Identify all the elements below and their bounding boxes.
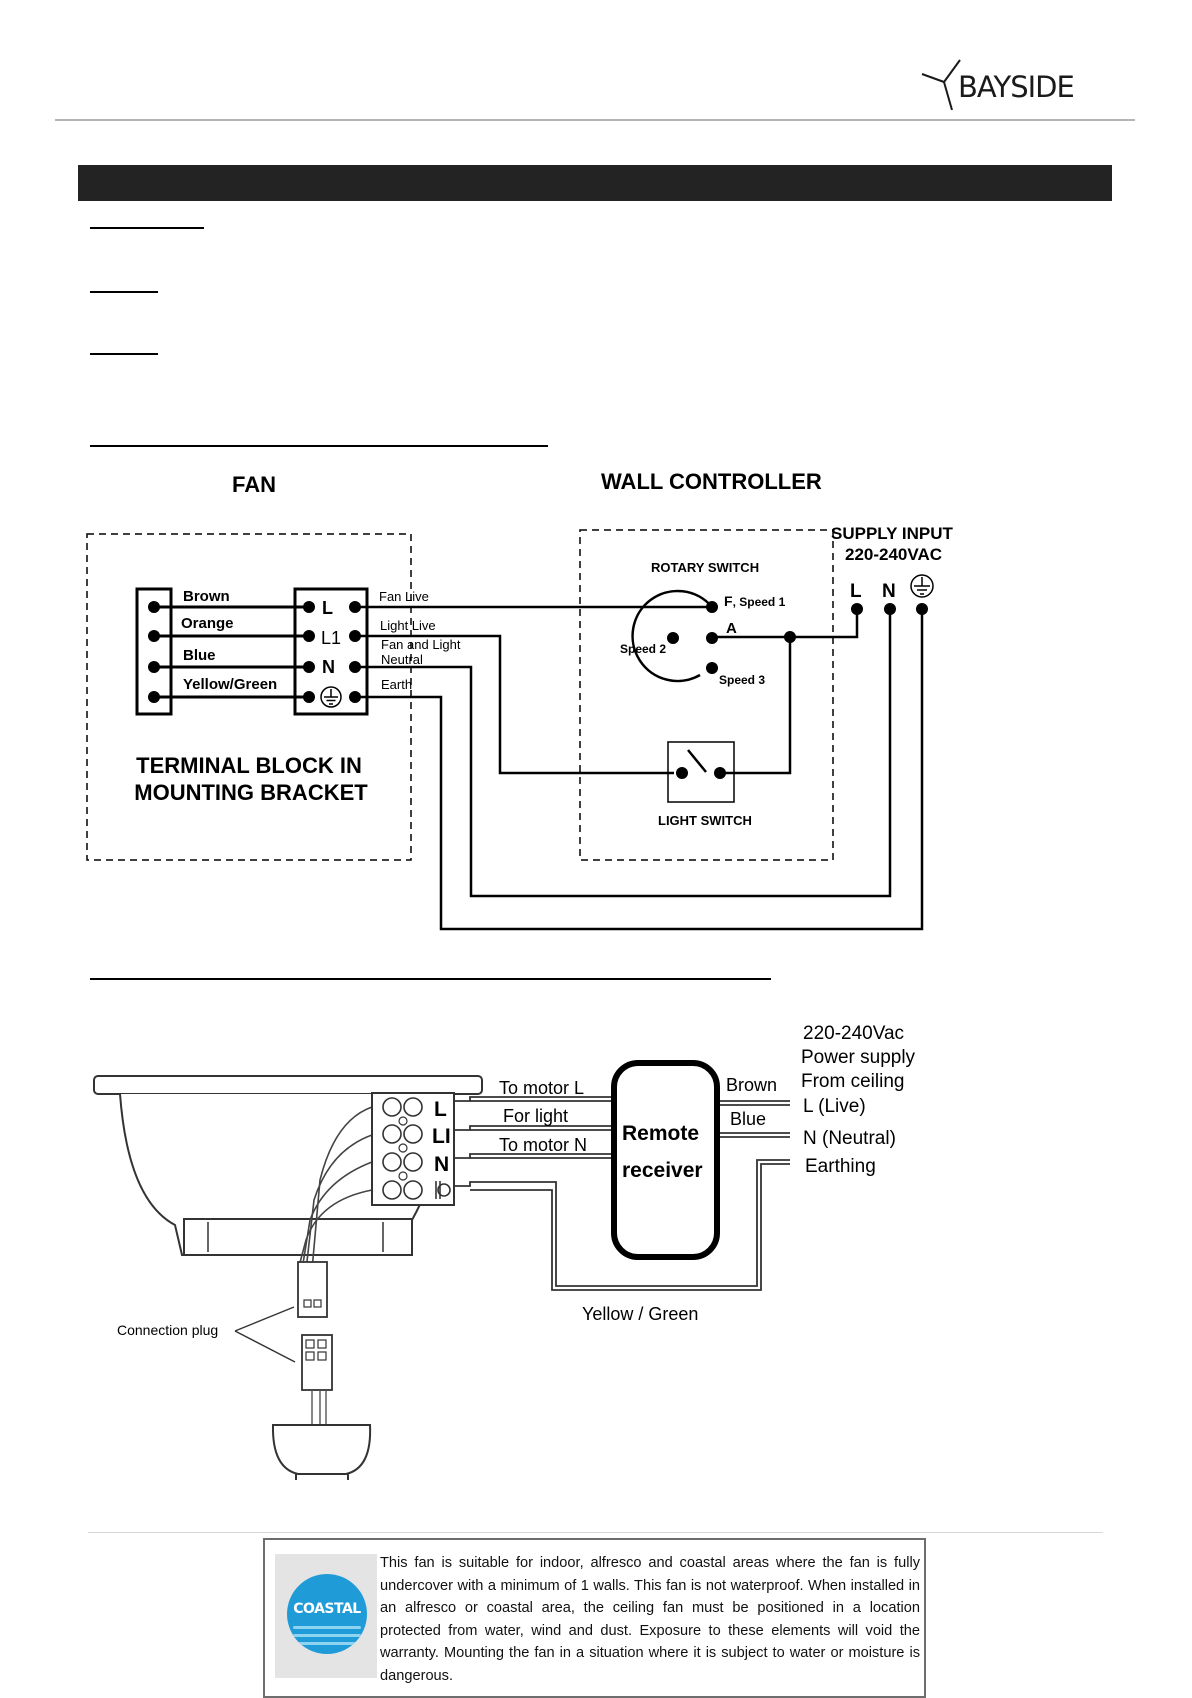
windmill-icon	[921, 59, 961, 110]
cable-label: Brown	[726, 1075, 777, 1095]
light-switch-box	[667, 741, 735, 803]
supply-earth-icon	[910, 574, 934, 598]
cable-label: To motor N	[499, 1135, 587, 1155]
line-label: Earth	[381, 677, 412, 692]
plug-upper	[297, 1261, 328, 1318]
rotary-switch-arc	[631, 589, 713, 683]
line-label: Light Live	[380, 618, 436, 633]
fan-title: FAN	[232, 472, 276, 497]
rotary-f-label: F	[724, 593, 733, 609]
footer-divider	[88, 1532, 1103, 1533]
supply-n-label: N	[882, 581, 896, 602]
receiver-label: receiver	[622, 1159, 703, 1182]
remote-receiver-wiring-diagram: L LI N Remote receiver To motor L For li…	[93, 1023, 916, 1480]
coastal-badge: COASTAL	[275, 1554, 377, 1678]
receiver-terminal-label: N	[434, 1153, 449, 1176]
supply-l-label: L	[850, 581, 862, 602]
fan-connector-block	[135, 587, 173, 716]
rotary-speed1-label: , Speed 1	[733, 595, 786, 609]
receiver-label: Remote	[622, 1122, 699, 1145]
heading-underline	[90, 291, 158, 293]
power-supply-label: From ceiling	[801, 1071, 904, 1092]
canopy-rim	[93, 1075, 483, 1095]
rotary-speed3-label: Speed 3	[719, 673, 765, 687]
yellow-green-label: Yellow / Green	[582, 1304, 698, 1324]
controller-dashed-box	[579, 529, 834, 861]
receiver-terminal-label: LI	[432, 1125, 451, 1148]
terminal-label: N	[322, 657, 335, 677]
rotary-speed2-label: Speed 2	[620, 642, 666, 656]
live-label: L (Live)	[803, 1096, 866, 1117]
connection-plug-label: Connection plug	[117, 1322, 218, 1338]
heading-underline	[90, 445, 548, 447]
svg-text:F, Speed 1: F, Speed 1	[724, 593, 786, 609]
line-label: Fan and Light	[381, 637, 461, 652]
header-divider	[55, 119, 1135, 121]
wire-label: Yellow/Green	[183, 676, 277, 693]
controller-title: WALL CONTROLLER	[601, 469, 822, 494]
terminal-label: L1	[321, 628, 341, 648]
cable-label: Blue	[730, 1109, 766, 1129]
terminal-label: L	[322, 598, 333, 618]
neutral-label: N (Neutral)	[803, 1128, 896, 1149]
brand-logo: BAYSIDE	[920, 58, 1075, 110]
line-label: Neutral	[381, 652, 423, 667]
brand-name: BAYSIDE	[958, 70, 1075, 104]
remote-receiver-box	[611, 1060, 720, 1260]
terminal-block	[293, 587, 369, 716]
wire-label: Orange	[181, 615, 234, 632]
coastal-notice-box: COASTAL This fan is suitable for indoor,…	[263, 1538, 926, 1698]
earth-symbol-icon	[320, 686, 342, 708]
cable-label: For light	[503, 1106, 568, 1126]
power-supply-label: Power supply	[801, 1047, 916, 1068]
earthing-label: Earthing	[805, 1156, 876, 1177]
terminal-block-caption: TERMINAL BLOCK IN	[136, 753, 362, 778]
heading-underline	[90, 978, 771, 980]
supply-input-label: SUPPLY INPUT	[831, 524, 953, 543]
receiver-terminal-label: L	[434, 1098, 447, 1121]
heading-underline	[90, 353, 158, 355]
wall-controller-wiring-diagram: FAN WALL CONTROLLER SUPPLY INPUT 220-240…	[86, 469, 953, 931]
wire-label: Blue	[183, 647, 216, 664]
rotary-switch-label: ROTARY SWITCH	[651, 560, 759, 575]
mounting-bracket	[183, 1218, 413, 1256]
block-earth-icon	[435, 1181, 451, 1199]
supply-voltage-label: 220-240VAC	[845, 545, 942, 564]
coastal-notice-text: This fan is suitable for indoor, alfresc…	[380, 1555, 920, 1684]
section-header-bar	[78, 165, 1112, 201]
rotary-a-label: A	[726, 620, 737, 637]
heading-underline	[90, 227, 204, 229]
light-switch-label: LIGHT SWITCH	[658, 813, 752, 828]
coastal-icon: COASTAL	[287, 1574, 367, 1654]
coastal-badge-text: COASTAL	[293, 1601, 361, 1617]
wire-label: Brown	[183, 588, 230, 605]
cable-label: To motor L	[499, 1078, 584, 1098]
light-bowl	[271, 1424, 372, 1475]
line-label: Fan Live	[379, 589, 429, 604]
power-supply-label: 220-240Vac	[803, 1023, 904, 1044]
terminal-block-caption: MOUNTING BRACKET	[134, 780, 368, 805]
